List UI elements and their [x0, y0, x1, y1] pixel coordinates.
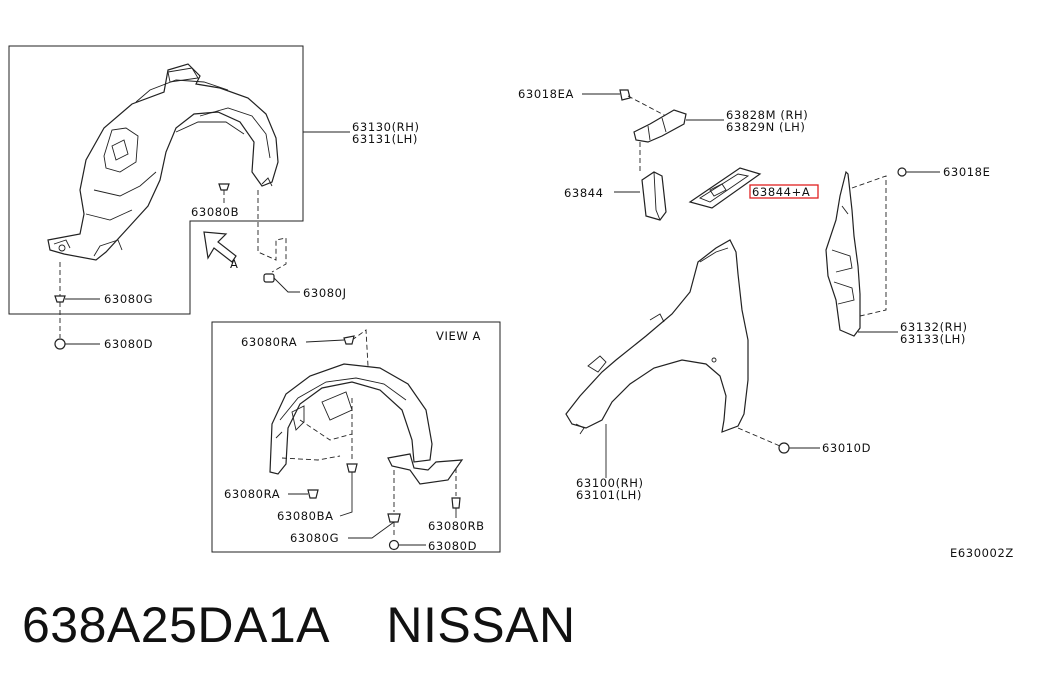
liner-frame: [8, 45, 304, 315]
arrow-letter-a: A: [230, 257, 238, 271]
clip-63018e[interactable]: [897, 167, 940, 177]
label-v-63080ra-top: 63080RA: [241, 335, 297, 349]
part-number: 638A25DA1A: [22, 597, 331, 653]
label-63829n: 63829N (LH): [726, 120, 805, 134]
label-63080j: 63080J: [303, 286, 347, 300]
clip-v-63080ra-top[interactable]: [305, 335, 355, 345]
label-63101: 63101(LH): [576, 488, 642, 502]
clip-v-63080d[interactable]: [388, 539, 427, 551]
label-63132: 63132(RH): [900, 320, 968, 334]
dash-63010d: [737, 427, 781, 447]
product-caption: 638A25DA1A NISSAN: [22, 596, 576, 654]
label-v-63080ra-bot: 63080RA: [224, 487, 280, 501]
seal-63844a[interactable]: [688, 167, 762, 209]
label-63080g: 63080G: [104, 292, 153, 306]
dash-v-63080ra-top: [351, 329, 369, 367]
label-63018e: 63018E: [943, 165, 990, 179]
brand-name: NISSAN: [386, 597, 576, 653]
highlight-63844a: [749, 184, 819, 199]
clip-v-63080ba[interactable]: [339, 463, 358, 517]
label-v-63080g: 63080G: [290, 531, 339, 545]
label-v-63080ba: 63080BA: [277, 509, 334, 523]
label-63100: 63100(RH): [576, 476, 644, 490]
fender-liner-63130[interactable]: [47, 63, 279, 261]
label-63130: 63130(RH): [352, 120, 420, 134]
view-a-label: VIEW A: [436, 329, 481, 343]
clip-63018ea[interactable]: [582, 89, 631, 101]
dash-63132: [851, 175, 887, 317]
label-v-63080d: 63080D: [428, 539, 477, 553]
label-63133: 63133(LH): [900, 332, 966, 346]
bracket-63828m[interactable]: [633, 109, 687, 143]
label-63844: 63844: [564, 186, 604, 200]
label-63080d: 63080D: [104, 337, 153, 351]
diagram-code: E630002Z: [950, 546, 1014, 560]
duct-63844[interactable]: [614, 171, 667, 221]
label-63844a: 63844+A: [752, 185, 810, 199]
clip-v-63080rb[interactable]: [451, 497, 461, 518]
fender-63100[interactable]: [565, 239, 749, 435]
label-63010d: 63010D: [822, 441, 871, 455]
clip-v-63080ra-bot[interactable]: [288, 489, 319, 499]
label-63080b: 63080B: [191, 205, 239, 219]
clip-v-63080g[interactable]: [348, 513, 401, 539]
view-a-frame: [211, 321, 501, 553]
view-a-liner[interactable]: [269, 363, 464, 485]
clip-63080j[interactable]: [263, 273, 300, 293]
label-63018ea: 63018EA: [518, 87, 574, 101]
dash-to-63080j: [257, 190, 287, 273]
clip-63080g[interactable]: [54, 295, 100, 303]
dash-63018ea: [627, 95, 667, 117]
label-v-63080rb: 63080RB: [428, 519, 485, 533]
clip-63010d[interactable]: [778, 442, 820, 454]
clip-63080d[interactable]: [54, 338, 100, 350]
protector-63132[interactable]: [825, 170, 861, 337]
clip-63080b[interactable]: [218, 183, 230, 204]
label-63828m: 63828M (RH): [726, 108, 808, 122]
label-63131: 63131(LH): [352, 132, 418, 146]
direction-arrow-icon: [203, 231, 237, 263]
